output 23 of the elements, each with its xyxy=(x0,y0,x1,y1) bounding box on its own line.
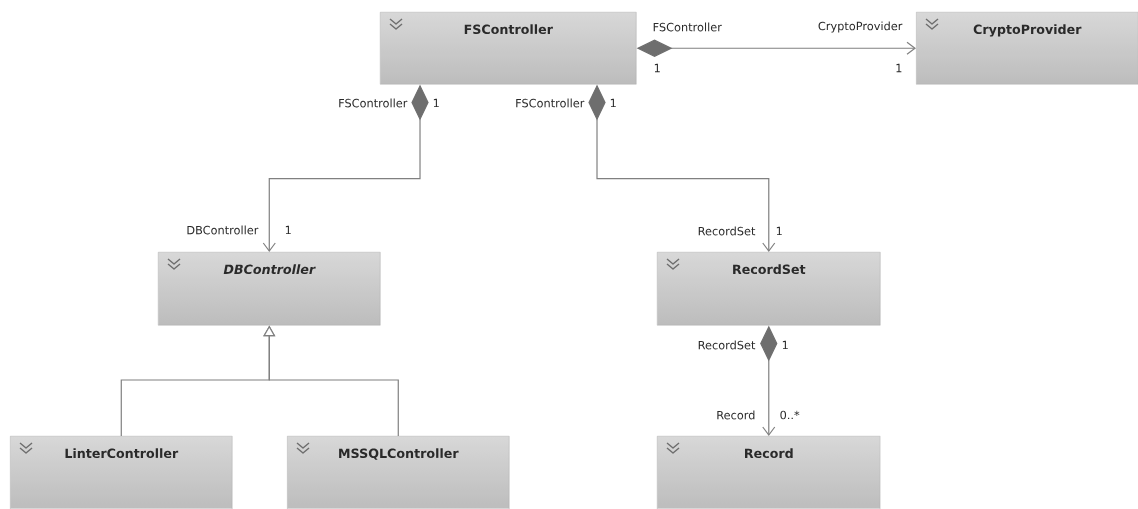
end-label: 0..* xyxy=(780,410,800,420)
end-label: 1 xyxy=(610,98,616,108)
end-label: 1 xyxy=(433,98,439,108)
class-box: CryptoProvider xyxy=(916,12,1138,85)
end-label: RecordSet xyxy=(698,340,756,350)
end-label: CryptoProvider xyxy=(818,21,903,33)
class-box: MSSQLController xyxy=(287,436,510,509)
end-label: Record xyxy=(717,410,755,420)
end-label: 1 xyxy=(776,226,782,236)
end-label: RecordSet xyxy=(698,226,756,236)
end-label: FSController xyxy=(516,98,585,108)
end-label: FSController xyxy=(339,98,408,108)
end-label: 1 xyxy=(285,225,291,235)
end-label: FSController xyxy=(653,22,722,32)
class-box: RecordSet xyxy=(657,252,881,326)
class-box: Record xyxy=(657,436,881,509)
class-box: FSController xyxy=(380,12,637,85)
end-label: 1 xyxy=(654,63,660,73)
end-label: 1 xyxy=(782,340,788,350)
end-label: 1 xyxy=(896,63,902,73)
end-label: DBController xyxy=(187,225,259,235)
class-box: LinterController xyxy=(10,436,233,509)
class-box: DBController xyxy=(158,252,381,326)
